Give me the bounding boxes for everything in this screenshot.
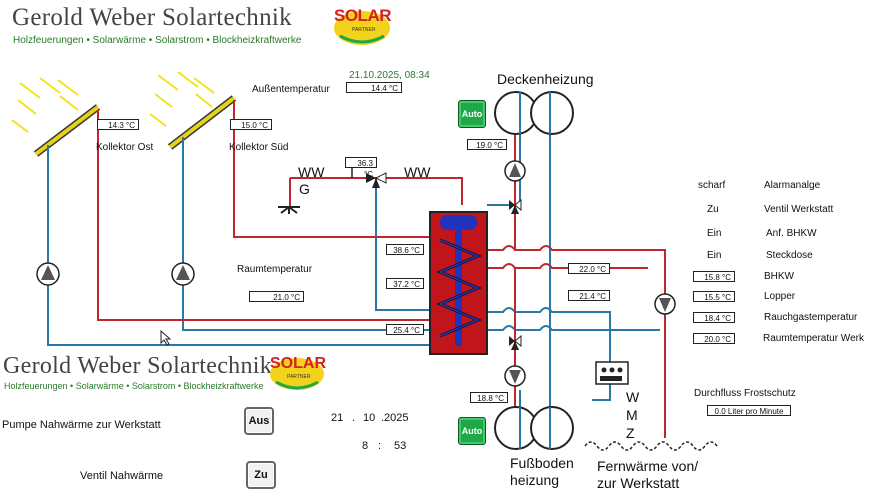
heat-meter-icon <box>595 361 629 385</box>
collector-east-label: Kollektor Ost <box>96 142 154 153</box>
ceiling-heating-title: Deckenheizung <box>497 71 594 87</box>
district-heating-line2: zur Werkstatt <box>597 475 680 489</box>
flue-gas-temp-label: Rauchgastemperatur <box>764 312 858 323</box>
bhkw-temp-label: BHKW <box>764 271 794 282</box>
valve-floor-icon <box>509 334 522 350</box>
brand-tagline-lower: Holzfeuerungen • Solarwärme • Solarstrom… <box>4 381 264 391</box>
supply-line-temp: 22.0 °C <box>568 263 610 274</box>
collector-south-temp: 15.0 °C <box>230 119 272 130</box>
floor-heat-exchanger-icon <box>494 406 574 450</box>
valve-workshop-label: Ventil Werkstatt <box>764 204 834 215</box>
tank-temp-middle: 37.2 °C <box>386 278 424 289</box>
floor-auto-button[interactable]: Auto <box>458 417 486 445</box>
ceiling-auto-button[interactable]: Auto <box>458 100 486 128</box>
bhkw-temp: 15.8 °C <box>693 271 735 282</box>
frost-flow-value: 0.0 Liter pro Minute <box>707 405 791 416</box>
mouse-cursor-icon <box>160 330 172 346</box>
alarm-state: scharf <box>698 180 726 191</box>
ww-right-label: WW <box>404 164 431 180</box>
sun-rays-south <box>149 71 215 127</box>
ww-mix-temp: 36.3 °C <box>345 157 377 179</box>
outdoor-temp: 14.4 °C <box>346 82 402 93</box>
room-temp-label: Raumtemperatur <box>237 264 313 275</box>
lopper-temp-label: Lopper <box>764 291 796 302</box>
bhkw-request-label: Anf. BHKW <box>766 228 817 239</box>
time-hour: 8 <box>362 440 369 452</box>
room-temp-value: 21.0 °C <box>249 291 304 302</box>
workshop-room-temp: 20.0 °C <box>693 333 735 344</box>
time-minute: 53 <box>394 440 407 452</box>
valve-workshop-state: Zu <box>707 204 719 215</box>
pump-floor-icon <box>504 365 526 387</box>
wmz-m: M <box>626 407 638 423</box>
valve-closed-button[interactable]: Zu <box>246 461 276 489</box>
floor-temp: 18.8 °C <box>470 392 508 403</box>
brand-title: Gerold Weber Solartechnik <box>12 4 292 31</box>
solar-partner-logo-lower: SOLAR PARTNER <box>266 352 328 392</box>
ceiling-heat-exchanger-icon <box>494 91 574 135</box>
district-heating-line1: Fernwärme von/ <box>597 458 699 474</box>
bhkw-request-state: Ein <box>707 228 722 239</box>
pump-district-icon <box>654 293 676 315</box>
valve-local-heat-label: Ventil Nahwärme <box>80 470 164 482</box>
pump-south-icon <box>171 262 195 286</box>
floor-heating-title-2: heizung <box>510 472 560 488</box>
socket-label: Steckdose <box>766 250 813 261</box>
solar-partner-logo: SOLAR PARTNER <box>330 2 394 46</box>
alarm-label: Alarmanalge <box>764 180 821 191</box>
outdoor-label: Außentemperatur <box>252 84 330 95</box>
mixing-valve-icon <box>366 173 376 183</box>
tank-temp-bottom: 25.4 °C <box>386 324 424 335</box>
ground-line <box>584 441 718 451</box>
collector-south-label: Kollektor Süd <box>229 142 289 153</box>
datetime-display: 21.10.2025, 08:34 <box>349 70 430 81</box>
return-line-temp: 21.4 °C <box>568 290 610 301</box>
workshop-room-temp-label: Raumtemperatur Werk <box>763 333 864 344</box>
socket-state: Ein <box>707 250 722 261</box>
pump-east-icon <box>36 262 60 286</box>
pump-local-heat-label: Pumpe Nahwärme zur Werkstatt <box>2 419 161 431</box>
tap-icon <box>278 206 300 214</box>
pump-off-button[interactable]: Aus <box>244 407 274 435</box>
ww-g-label: G <box>299 181 310 197</box>
date-year: 2025 <box>384 412 409 424</box>
sun-rays-east <box>11 77 79 133</box>
tank-temp-top: 38.6 °C <box>386 244 424 255</box>
flue-gas-temp: 18.4 °C <box>693 312 735 323</box>
floor-heating-title-1: Fußboden <box>510 455 574 471</box>
date-month: 10 <box>363 412 376 424</box>
wmz-w: W <box>626 389 640 405</box>
ceiling-temp: 19.0 °C <box>467 139 507 150</box>
wmz-z: Z <box>626 425 635 441</box>
brand-tagline: Holzfeuerungen • Solarwärme • Solarstrom… <box>13 35 302 46</box>
valve-ceiling-icon <box>509 198 522 214</box>
brand-title-lower: Gerold Weber Solartechnik <box>3 353 273 379</box>
collector-east-temp: 14.3 °C <box>97 119 139 130</box>
ww-left-label: WW <box>298 164 325 180</box>
date-day: 21 <box>331 412 344 424</box>
time-sep: : <box>378 440 382 452</box>
lopper-temp: 15.5 °C <box>693 291 735 302</box>
pump-ceiling-icon <box>504 160 526 182</box>
date-sep-2: . <box>381 412 385 424</box>
date-sep-1: . <box>352 412 356 424</box>
frost-flow-label: Durchfluss Frostschutz <box>694 388 796 399</box>
